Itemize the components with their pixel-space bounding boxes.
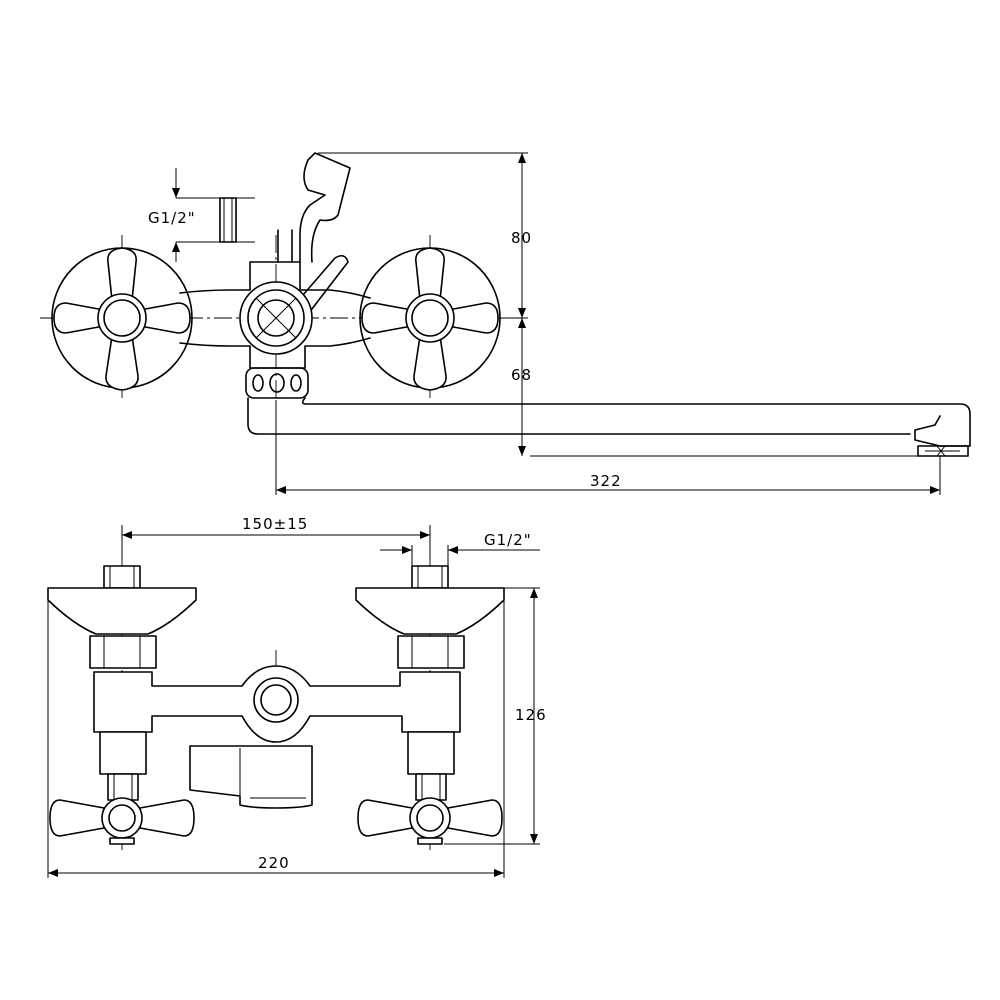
front-view-center-dimension xyxy=(121,525,431,560)
dim-150-label: 150±15 xyxy=(242,515,308,533)
top-view-height-dimension xyxy=(318,152,965,457)
dim-126-label: 126 xyxy=(515,706,547,724)
top-view-left-handle xyxy=(51,247,193,391)
front-view-right-flange xyxy=(355,587,505,635)
front-view-left-nut xyxy=(89,635,157,669)
dim-220-label: 220 xyxy=(258,854,290,872)
front-view-body xyxy=(93,665,461,743)
top-view-right-handle xyxy=(359,247,501,391)
front-view-thread-dimension xyxy=(380,545,540,566)
dim-322-label: 322 xyxy=(590,472,622,490)
front-view-height-dimension xyxy=(444,587,540,845)
top-view-diverter-lever xyxy=(289,254,349,319)
dim-68-label: 68 xyxy=(511,366,532,384)
front-thread-label: G1/2" xyxy=(484,531,532,549)
front-view-width-dimension xyxy=(47,600,505,878)
top-view-shower-outlet xyxy=(277,152,351,263)
dim-80-label: 80 xyxy=(511,229,532,247)
front-view-left-handle xyxy=(49,797,195,845)
top-view: G1/2" 80 68 322 xyxy=(40,152,971,495)
top-view-spout-connector xyxy=(245,367,309,399)
top-view-spout xyxy=(247,397,971,457)
front-view-right-stud xyxy=(411,565,449,589)
top-view-thread-pipe xyxy=(172,168,255,262)
front-view: 150±15 G1/2" 126 220 xyxy=(47,515,547,878)
front-view-right-nut xyxy=(397,635,465,669)
front-view-left-stud xyxy=(103,565,141,589)
front-view-left-stem xyxy=(99,731,147,801)
top-thread-label: G1/2" xyxy=(148,209,196,227)
front-view-right-stem xyxy=(407,731,455,801)
front-view-right-handle xyxy=(357,797,503,845)
top-view-center-cartridge xyxy=(239,281,313,355)
front-view-left-flange xyxy=(47,587,197,635)
top-view-spout-dimension xyxy=(275,400,941,495)
front-view-spout-stub xyxy=(189,745,313,809)
